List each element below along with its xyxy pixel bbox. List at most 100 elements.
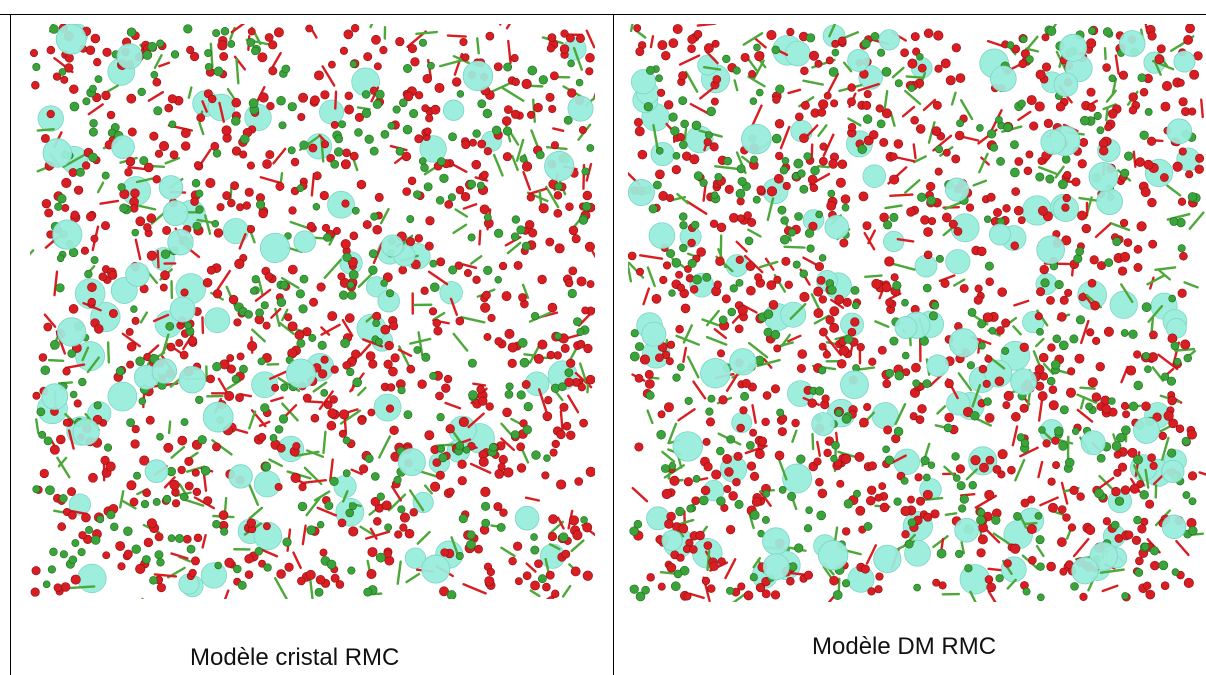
silicon-atom [1141, 542, 1150, 551]
oxygen-atom [425, 216, 435, 226]
cation-atom [840, 370, 869, 400]
silicon-atom [1108, 397, 1116, 405]
oxygen-atom [390, 353, 400, 363]
oxygen-atom [1186, 429, 1197, 440]
bond [272, 147, 287, 165]
oxygen-atom [129, 204, 139, 213]
oxygen-atom [675, 270, 684, 279]
oxygen-atom [485, 402, 494, 411]
silicon-atom [1070, 582, 1079, 591]
oxygen-atom [782, 181, 791, 191]
oxygen-atom [773, 275, 782, 284]
oxygen-atom [955, 73, 966, 83]
silicon-atom [517, 338, 528, 348]
silicon-atom [212, 149, 222, 158]
bond [883, 89, 889, 110]
bond [460, 315, 486, 324]
bond [449, 297, 459, 316]
oxygen-atom [695, 530, 705, 541]
oxygen-atom [869, 130, 879, 140]
oxygen-atom [724, 184, 734, 194]
cation-atom [954, 517, 979, 543]
silicon-atom [686, 504, 695, 513]
silicon-atom [287, 146, 296, 155]
bond [1037, 460, 1044, 479]
silicon-atom [989, 143, 999, 152]
silicon-atom [1050, 359, 1061, 370]
oxygen-atom [756, 185, 766, 195]
silicon-atom [527, 65, 538, 76]
oxygen-atom [516, 463, 527, 473]
silicon-atom [523, 401, 533, 412]
oxygen-atom [421, 104, 430, 113]
bond [322, 430, 327, 455]
oxygen-atom [206, 265, 216, 275]
bond [545, 595, 553, 599]
oxygen-atom [825, 315, 835, 325]
oxygen-atom [463, 269, 472, 278]
silicon-atom [575, 78, 584, 87]
oxygen-atom [807, 398, 817, 408]
bond [753, 59, 765, 80]
oxygen-atom [268, 66, 278, 76]
bond [96, 181, 105, 194]
oxygen-atom [560, 343, 570, 353]
oxygen-atom [368, 359, 378, 369]
oxygen-atom [1089, 255, 1099, 265]
bond [751, 104, 763, 126]
silicon-atom [843, 334, 854, 344]
cation-atom [514, 506, 540, 531]
bond [199, 148, 212, 166]
bond [748, 341, 769, 359]
oxygen-atom [546, 44, 556, 53]
silicon-atom [780, 234, 790, 245]
silicon-atom [922, 379, 932, 389]
oxygen-atom [156, 583, 166, 593]
silicon-atom [984, 261, 994, 271]
silicon-atom [101, 171, 110, 180]
silicon-atom [799, 184, 809, 194]
oxygen-atom [828, 159, 838, 169]
oxygen-atom [298, 483, 307, 492]
silicon-atom [494, 228, 504, 238]
silicon-atom [403, 64, 413, 73]
bond [1146, 274, 1166, 286]
silicon-atom [298, 304, 308, 314]
bond [692, 380, 707, 400]
silicon-atom [166, 466, 176, 477]
silicon-atom [670, 126, 680, 136]
silicon-atom [834, 408, 843, 417]
silicon-atom [1170, 341, 1180, 351]
oxygen-atom [101, 221, 110, 231]
bond [903, 179, 921, 194]
silicon-atom [312, 203, 321, 211]
bond [889, 193, 914, 198]
silicon-atom [186, 544, 196, 554]
bond [396, 560, 402, 585]
oxygen-atom [1131, 535, 1142, 545]
silicon-atom [152, 498, 161, 506]
cation-atom [222, 218, 249, 245]
oxygen-atom [586, 280, 595, 289]
oxygen-atom [657, 88, 666, 97]
bond [278, 321, 295, 335]
oxygen-atom [1113, 450, 1122, 459]
cation-atom [782, 463, 813, 494]
oxygen-atom [340, 239, 351, 250]
oxygen-atom [687, 238, 696, 248]
oxygen-atom [221, 125, 232, 136]
oxygen-atom [1102, 517, 1111, 526]
oxygen-atom [46, 45, 56, 55]
bond [201, 533, 207, 549]
oxygen-atom [537, 274, 547, 285]
silicon-atom [483, 265, 493, 275]
oxygen-atom [671, 165, 681, 175]
bond [863, 231, 876, 251]
silicon-atom [936, 548, 947, 559]
silicon-atom [968, 481, 977, 490]
oxygen-atom [326, 153, 336, 163]
oxygen-atom [907, 495, 915, 504]
silicon-atom [403, 410, 413, 419]
silicon-atom [306, 525, 317, 535]
silicon-atom [726, 586, 734, 595]
